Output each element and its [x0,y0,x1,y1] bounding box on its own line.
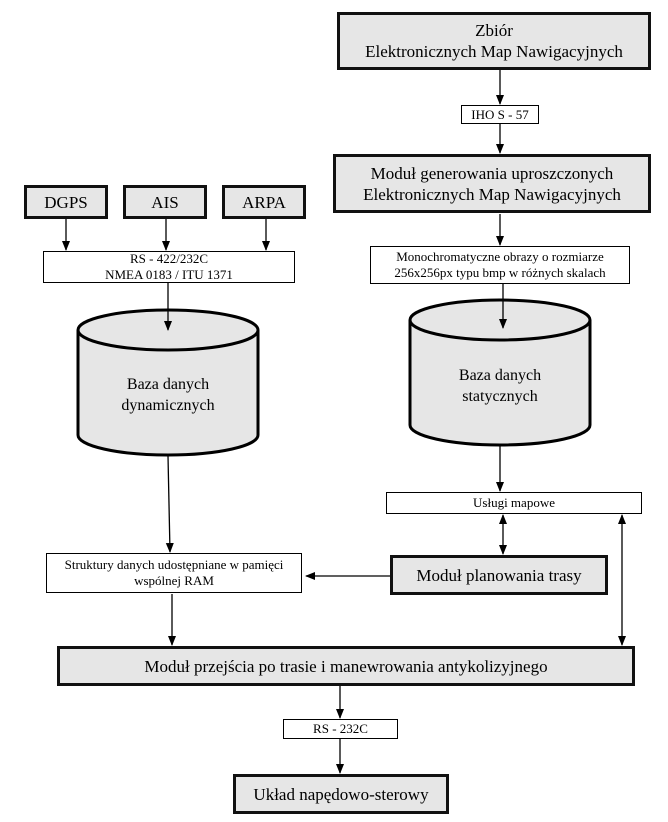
arpa-label: ARPA [242,192,286,212]
rs422-line1: RS - 422/232C [129,251,208,266]
struktury-line1: Struktury danych udostępniane w pamięci [64,557,284,572]
planowanie-label: Moduł planowania trasy [416,565,582,585]
db-static-label: Baza danych statycznych [410,365,590,407]
ais-label: AIS [151,192,179,212]
rs422-box: RS - 422/232C NMEA 0183 / ITU 1371 [43,251,295,283]
mono-line2: 256x256px typu bmp w różnych skalach [394,265,606,280]
modul-gen-line1: Moduł generowania uproszczonych [370,163,614,183]
uslugi-label: Usługi mapowe [473,495,555,510]
uklad-label: Układ napędowo-sterowy [253,784,429,804]
mono-line1: Monochromatyczne obrazy o rozmiarze [396,249,604,264]
struktury-box: Struktury danych udostępniane w pamięci … [46,553,302,593]
modul-generowania-box: Moduł generowania uproszczonych Elektron… [333,154,651,213]
modul-przejscia-box: Moduł przejścia po trasie i manewrowania… [57,646,635,686]
uklad-box: Układ napędowo-sterowy [233,774,449,814]
zbior-emn-box: Zbiór Elektronicznych Map Nawigacyjnych [337,12,651,70]
dgps-box: DGPS [24,185,108,219]
db-dyn-line1: Baza danych [126,376,210,393]
przejscie-label: Moduł przejścia po trasie i manewrowania… [144,656,548,676]
arrow-db-to-struktury [165,455,174,553]
zbior-line1: Zbiór [475,21,513,40]
zbior-line2: Elektronicznych Map Nawigacyjnych [365,42,623,61]
db-stat-line1: Baza danych [458,367,542,384]
modul-gen-line2: Elektronicznych Map Nawigacyjnych [363,184,621,204]
db-dynamic-label: Baza danych dynamicznych [78,374,258,416]
ais-box: AIS [123,185,207,219]
iho-label: IHO S - 57 [471,106,529,122]
rs232-box: RS - 232C [283,719,398,739]
modul-planowania-box: Moduł planowania trasy [390,555,608,595]
dgps-label: DGPS [44,192,88,212]
monochrome-images-box: Monochromatyczne obrazy o rozmiarze 256x… [370,246,630,284]
db-dyn-line2: dynamicznych [121,397,215,414]
arpa-box: ARPA [222,185,306,219]
rs232-label: RS - 232C [313,721,368,736]
db-stat-line2: statycznych [462,388,538,405]
struktury-line2: wspólnej RAM [134,573,214,588]
uslugi-mapowe-box: Usługi mapowe [386,492,642,514]
iho-label-box: IHO S - 57 [461,105,539,124]
rs422-line2: NMEA 0183 / ITU 1371 [105,267,233,282]
